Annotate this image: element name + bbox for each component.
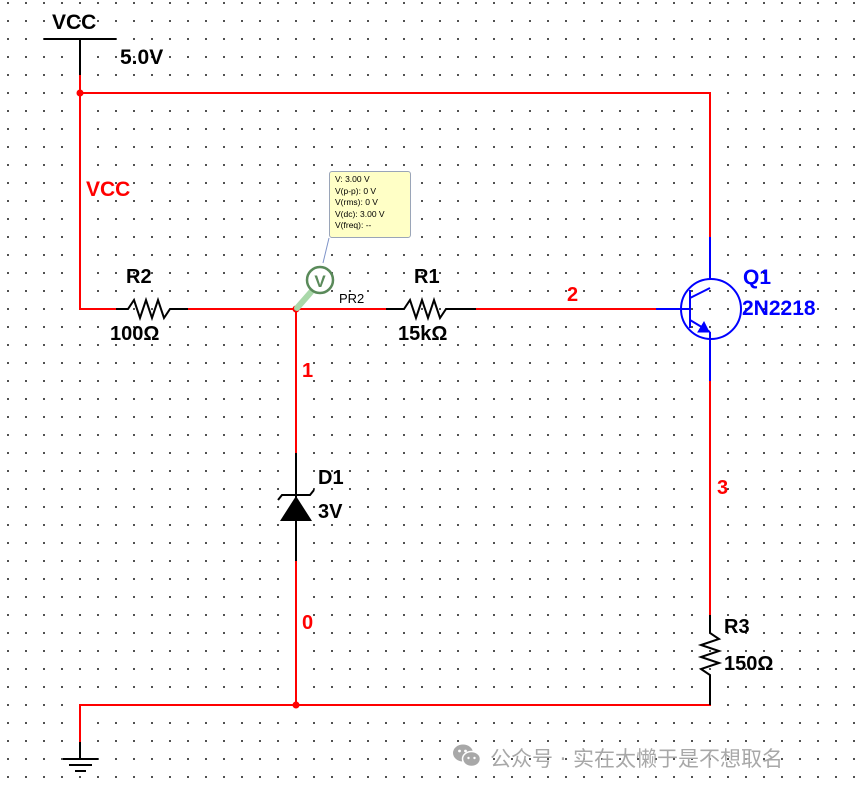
- probe-readout-tooltip: V: 3.00 V V(p-p): 0 V V(rms): 0 V V(dc):…: [329, 171, 411, 238]
- probe-tip: [294, 289, 314, 311]
- probe-leader-line: [322, 237, 330, 264]
- net-label-vcc: VCC: [86, 178, 130, 201]
- d1-value-label: 3V: [318, 501, 343, 523]
- net-label-1: 1: [302, 360, 313, 382]
- probe-name-label: PR2: [339, 291, 364, 306]
- net-label-3: 3: [717, 477, 728, 499]
- probe-pr2[interactable]: V: [305, 265, 335, 295]
- probe-reading-vdc: V(dc): 3.00 V: [335, 208, 385, 219]
- wire-gnd-bus[interactable]: [79, 687, 711, 742]
- wire-vcc-top[interactable]: [80, 92, 711, 237]
- ground-symbol[interactable]: [63, 742, 98, 772]
- r2-ref-label: R2: [126, 266, 152, 288]
- q1-ref-label: Q1: [743, 266, 771, 289]
- probe-reading-vrms: V(rms): 0 V: [335, 197, 378, 207]
- r2-value-label: 100Ω: [110, 323, 159, 345]
- vcc-voltage-label: 5.0V: [120, 46, 163, 69]
- r3-ref-label: R3: [724, 616, 750, 638]
- net-label-2: 2: [567, 284, 578, 306]
- r3-value-label: 150Ω: [724, 653, 773, 675]
- watermark: 公众号 · 实在太懒于是不想取名: [452, 743, 783, 773]
- probe-reading-vfreq: V(freq): --: [335, 220, 372, 230]
- junction-vcc: [76, 89, 84, 97]
- d1-ref-label: D1: [318, 467, 344, 489]
- vcc-symbol[interactable]: [44, 38, 116, 75]
- probe-reading-v: V: 3.00 V: [335, 174, 370, 184]
- wire-vcc-left[interactable]: [79, 74, 116, 310]
- resistor-r3[interactable]: [697, 615, 723, 705]
- r1-ref-label: R1: [414, 266, 440, 288]
- resistor-r1[interactable]: [386, 296, 476, 322]
- q1-value-label: 2N2218: [742, 297, 816, 320]
- probe-reading-vpp: V(p-p): 0 V: [335, 185, 377, 196]
- probe-symbol: V: [314, 272, 326, 291]
- net-label-0: 0: [302, 612, 313, 634]
- wechat-icon: [452, 743, 482, 774]
- zener-diode-d1[interactable]: [277, 453, 315, 561]
- transistor-q1[interactable]: [656, 237, 742, 381]
- watermark-text: 公众号 · 实在太懒于是不想取名: [490, 747, 784, 771]
- resistor-r2[interactable]: [116, 296, 188, 322]
- vcc-name-label: VCC: [52, 11, 96, 34]
- junction-gnd: [292, 701, 300, 709]
- r1-value-label: 15kΩ: [398, 323, 447, 345]
